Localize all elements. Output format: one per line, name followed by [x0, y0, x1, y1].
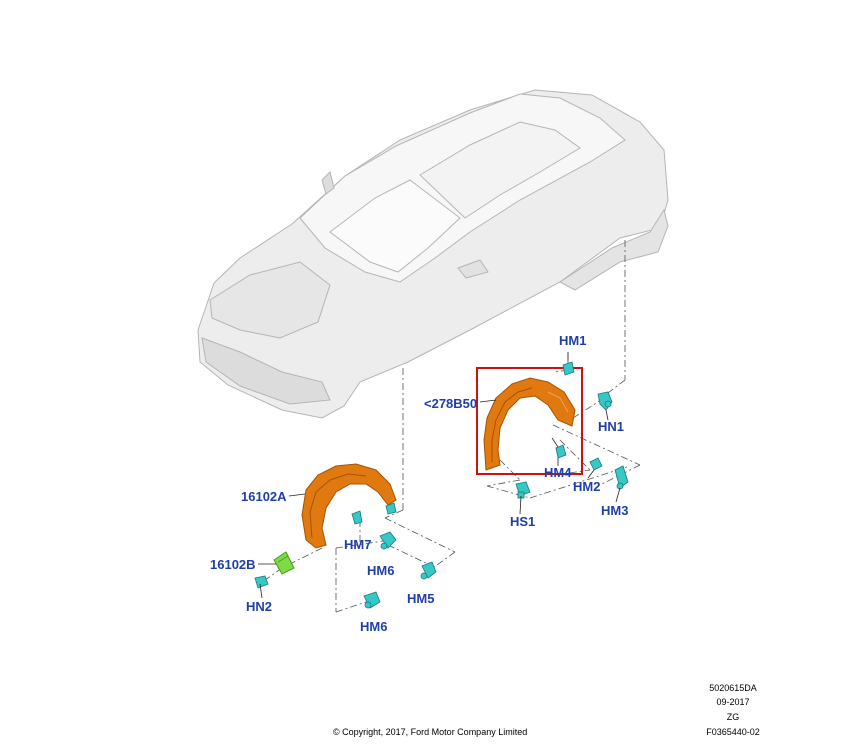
fastener-extra — [385, 502, 397, 515]
label-16102a: 16102A — [241, 489, 287, 504]
label-hn2: HN2 — [246, 599, 273, 614]
fasteners — [254, 352, 629, 609]
label-278b50: <278B50 — [424, 396, 478, 411]
footer-region: ZG — [726, 712, 740, 722]
label-hm7: HM7 — [344, 537, 372, 552]
rear-wheel-liner[interactable] — [483, 377, 576, 471]
label-hn1: HN1 — [598, 419, 625, 434]
fastener-hm6-lower[interactable] — [363, 591, 381, 609]
footer-figure: F0365440-02 — [706, 727, 760, 737]
label-16102b: 16102B — [210, 557, 256, 572]
label-hm2: HM2 — [573, 479, 601, 494]
callout-leaders — [258, 399, 621, 599]
fastener-hm4[interactable] — [551, 437, 567, 459]
car-body — [197, 89, 669, 419]
bracket-16102b[interactable] — [273, 551, 295, 575]
fastener-hn2[interactable] — [254, 575, 269, 589]
label-hm6-upper: HM6 — [367, 563, 395, 578]
selection-highlight — [476, 367, 583, 475]
fastener-hs1[interactable] — [515, 481, 531, 499]
footer-date: 09-2017 — [716, 697, 750, 707]
copyright: © Copyright, 2017, Ford Motor Company Li… — [333, 727, 528, 737]
fastener-hm6-upper[interactable] — [379, 531, 397, 550]
fastener-hm5[interactable] — [420, 561, 437, 580]
label-hs1: HS1 — [510, 514, 536, 529]
label-hm1: HM1 — [559, 333, 587, 348]
fastener-hn1[interactable] — [597, 391, 613, 411]
fastener-hm1[interactable] — [562, 352, 575, 376]
label-hm5: HM5 — [407, 591, 435, 606]
fastener-hm7[interactable] — [351, 510, 363, 525]
fastener-hm2[interactable] — [589, 457, 603, 471]
label-hm3: HM3 — [601, 503, 629, 518]
fastener-hm3[interactable] — [614, 465, 629, 490]
label-hm4: HM4 — [544, 465, 572, 480]
footer-code: 5020615DA — [709, 683, 757, 693]
label-hm6-lower: HM6 — [360, 619, 388, 634]
